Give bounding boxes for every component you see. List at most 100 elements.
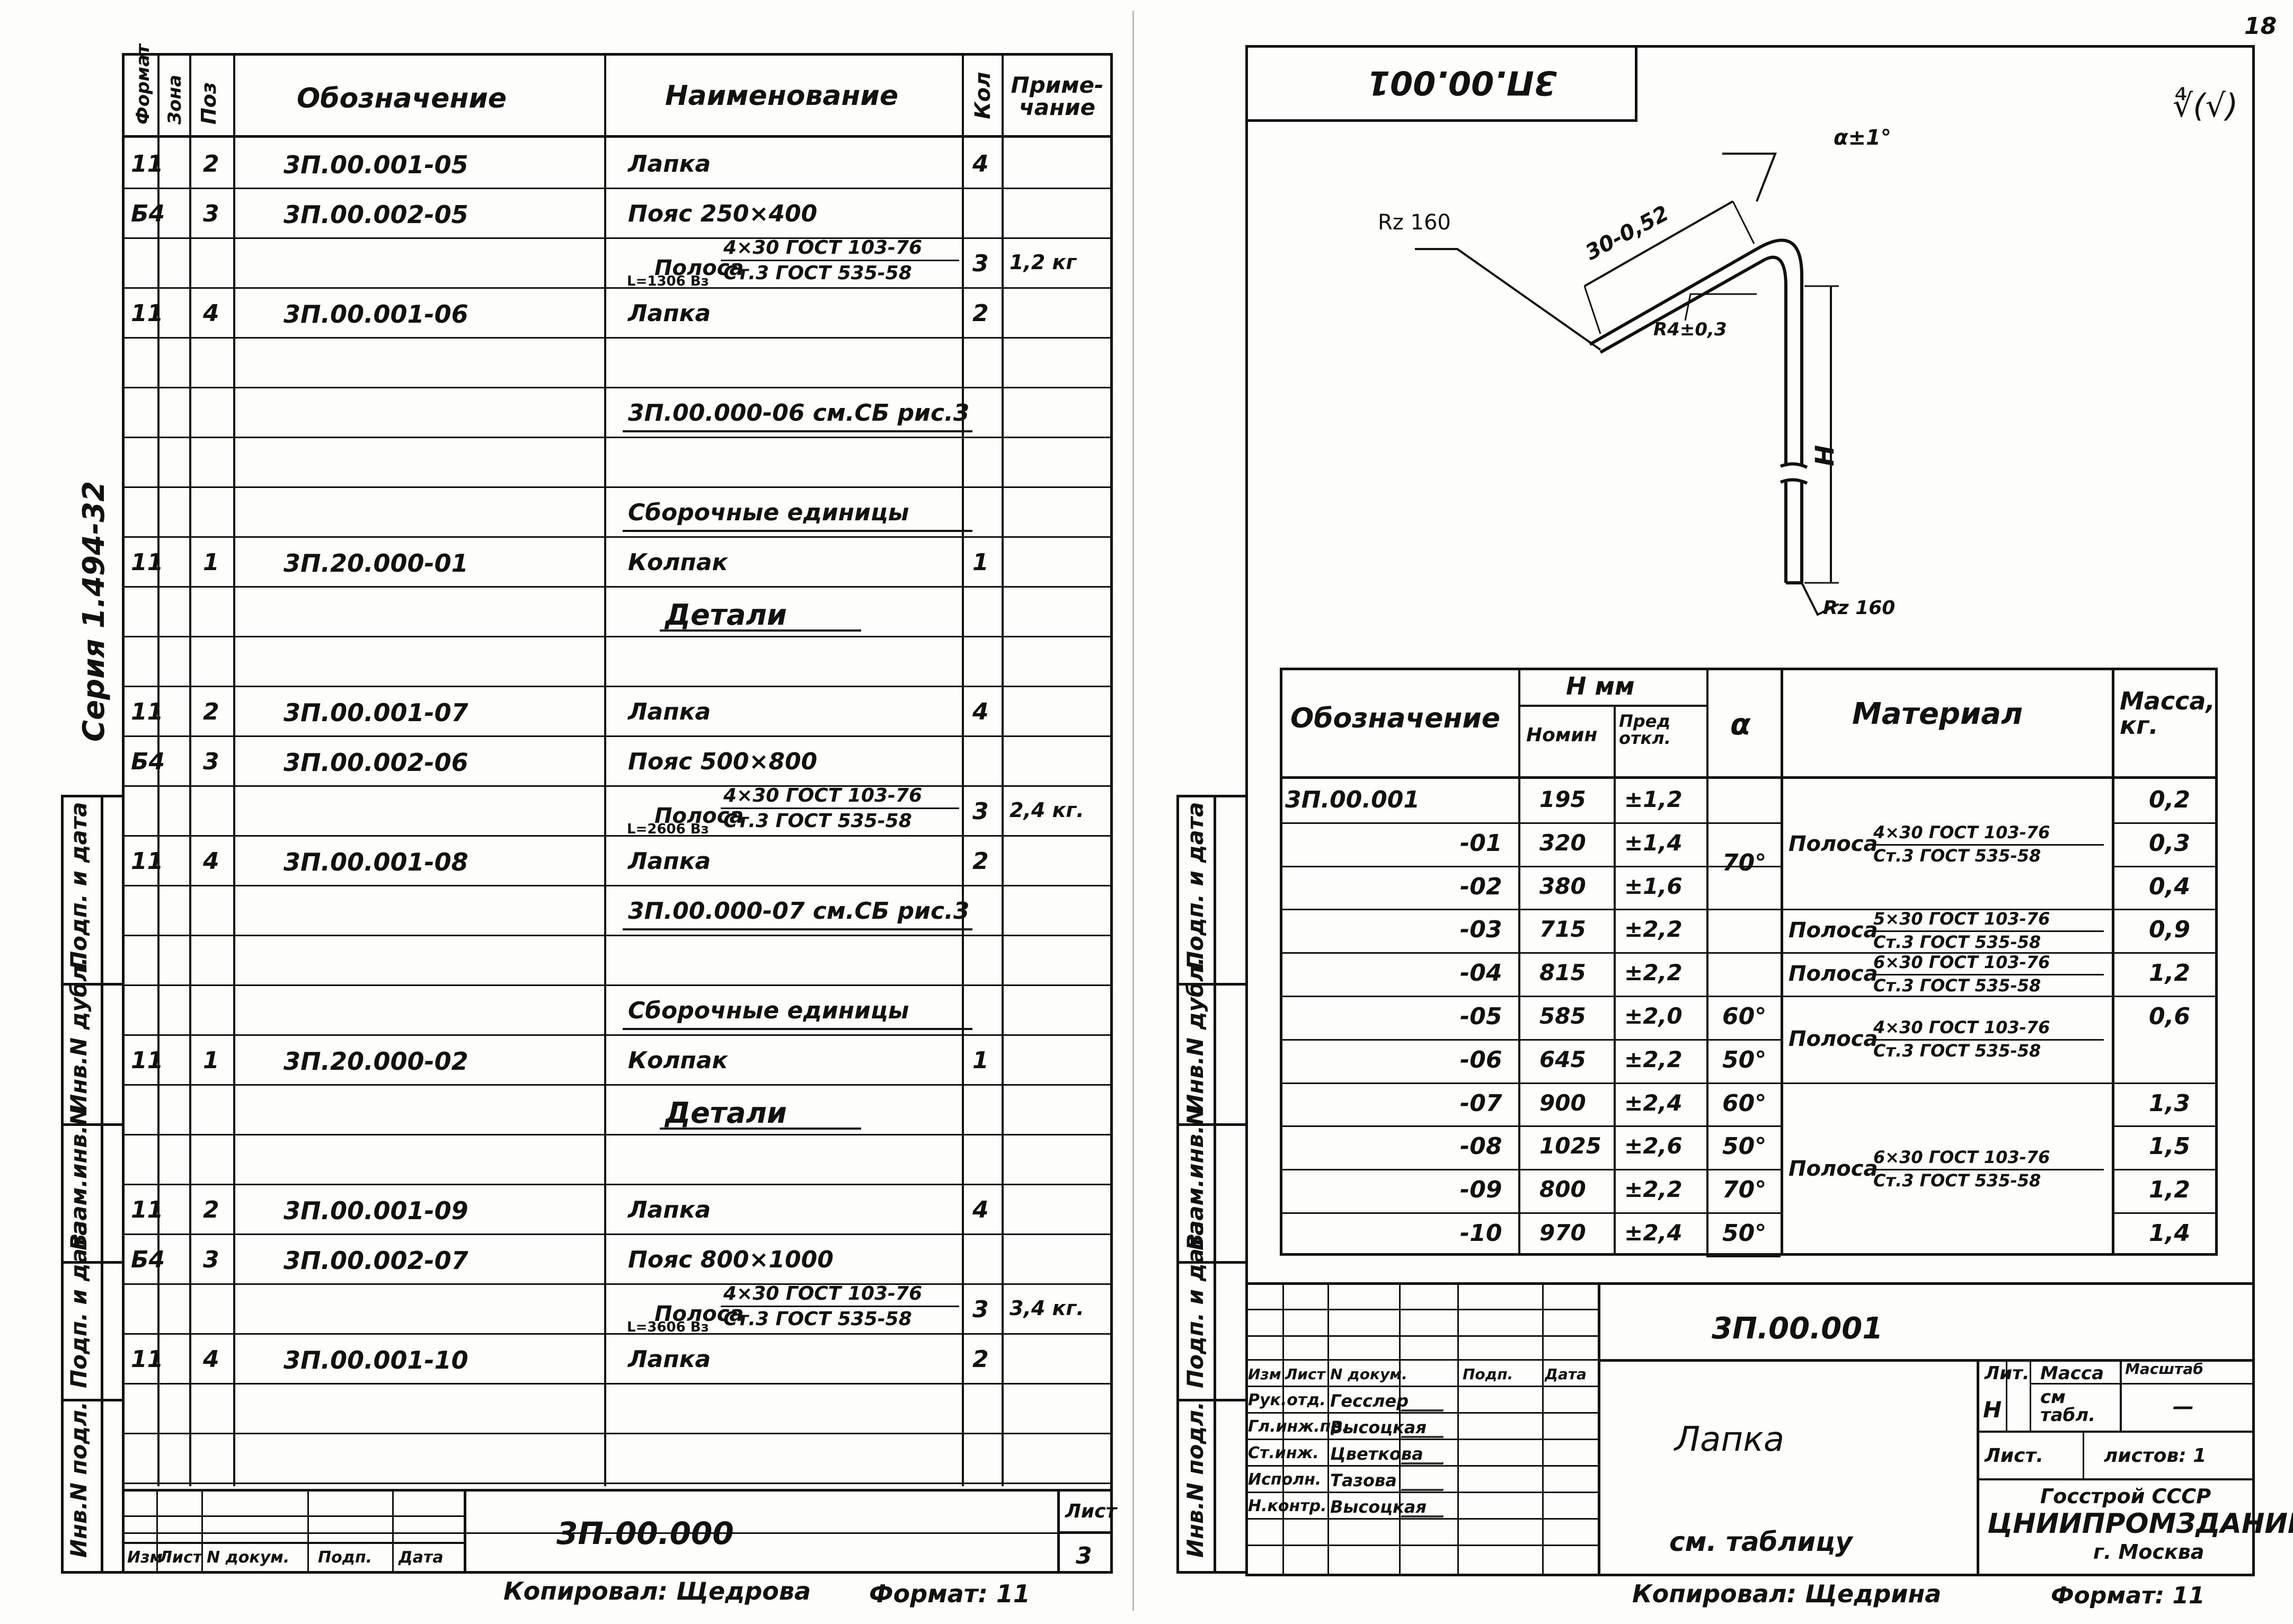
- row-pos: 1: [203, 549, 219, 576]
- row-qty: 2: [972, 300, 989, 327]
- tb-col: [1282, 1282, 1284, 1576]
- alpha-line: [1706, 1169, 1781, 1171]
- tb-hdr: Подп.: [1463, 1365, 1513, 1383]
- dim-designation: -05: [1460, 1003, 1502, 1030]
- tb-scale-val: —: [2173, 1395, 2194, 1419]
- row-designation: 3П.20.000-01: [284, 549, 468, 578]
- dim-mass: 0,9: [2149, 916, 2190, 944]
- row-note: 1,2 кг: [1010, 251, 1077, 274]
- row-line: [125, 188, 1110, 189]
- row-line: [125, 835, 1110, 837]
- tb-mass: Масса: [2040, 1363, 2104, 1384]
- mass-line: [2112, 996, 2218, 997]
- fraction-bar: [1871, 844, 2104, 846]
- row-pos: 2: [203, 1196, 219, 1223]
- row-name: Детали: [665, 1096, 787, 1130]
- row-name: Пояс 500×800: [628, 748, 818, 775]
- tb-sheet: Лист.: [1985, 1445, 2044, 1467]
- tb-scale: Масштаб: [2125, 1360, 2203, 1378]
- dim-mass: 0,2: [2149, 786, 2190, 813]
- row-qty: 4: [972, 150, 989, 178]
- alpha-line: [1706, 1082, 1781, 1084]
- tb-col: [1245, 1282, 1247, 1576]
- dim-mass: 1,3: [2149, 1089, 2190, 1117]
- row-line: [125, 1283, 1110, 1285]
- series-label: Серия 1.494-32: [77, 481, 111, 742]
- alpha-line: [1706, 1125, 1781, 1128]
- header-zone: Зона: [164, 75, 185, 125]
- underline: [623, 530, 972, 532]
- dim-deviation: ±2,2: [1624, 916, 1683, 943]
- dim-designation: -07: [1460, 1089, 1502, 1117]
- row-line: [125, 486, 1110, 488]
- tb-col: [1327, 1282, 1329, 1576]
- tb-person: Цветкова: [1330, 1444, 1423, 1464]
- row-pos: 2: [203, 698, 219, 725]
- row-format: 11: [131, 1346, 164, 1373]
- alpha-line: [1706, 996, 1781, 997]
- th-mass: Масса, кг.: [2120, 687, 2215, 740]
- row-name-den: Ст.3 ГОСТ 535-58: [723, 262, 912, 284]
- tb-role: Рук.отд.: [1248, 1391, 1326, 1409]
- tb-sheets: листов: 1: [2104, 1445, 2207, 1467]
- row-name: Лапка: [628, 150, 711, 178]
- dim-designation: -04: [1460, 960, 1502, 987]
- row-designation: 3П.00.002-06: [284, 748, 468, 777]
- row-format: 11: [131, 549, 164, 576]
- corner-number: 18: [2244, 13, 2277, 40]
- dim-mass: 1,2: [2149, 1176, 2190, 1204]
- material-den: Ст.3 ГОСТ 535-58: [1873, 845, 2041, 866]
- row-name-num: 4×30 ГОСТ 103-76: [723, 1283, 923, 1304]
- material-line: [1781, 1082, 2218, 1084]
- stamp-label: Дата: [399, 1548, 444, 1567]
- format-label: Формат: 11: [869, 1579, 1030, 1608]
- row-line: [125, 935, 1110, 936]
- row-line: [125, 785, 1110, 787]
- row-line: [125, 1532, 1110, 1534]
- dim-deviation: ±2,4: [1624, 1089, 1683, 1116]
- side-field: Инв.N дубл.: [1182, 957, 1208, 1113]
- material-prefix: Полоса: [1789, 918, 1878, 943]
- tb-hdr: Дата: [1545, 1365, 1587, 1383]
- fraction-bar: [1871, 1039, 2104, 1041]
- material-den: Ст.3 ГОСТ 535-58: [1873, 932, 2041, 953]
- row-line: [1280, 996, 1781, 997]
- row-line: [125, 885, 1110, 886]
- top-code: 3П.00.001: [1367, 64, 1557, 102]
- stamp-sheet-no: 3: [1076, 1542, 1092, 1569]
- copied-by: Копировал: Щедрина: [1632, 1579, 1942, 1608]
- side-strip-mid: [101, 795, 103, 1574]
- row-name: Лапка: [628, 1196, 711, 1223]
- dim-radius: R4±0,3: [1653, 319, 1727, 340]
- dim-mass: 0,6: [2149, 1003, 2190, 1030]
- stamp-label: Подп.: [318, 1548, 373, 1567]
- row-length: L=1306 Вз: [627, 273, 709, 289]
- rz-top: Rz 160: [1378, 210, 1451, 235]
- row-pos: 3: [203, 1246, 219, 1273]
- dim-nominal: 815: [1539, 960, 1586, 986]
- dim-designation: 3П.00.001: [1285, 786, 1420, 813]
- row-format: 11: [131, 300, 164, 327]
- row-line: [125, 586, 1110, 588]
- roughness-mark: ∜(√): [2173, 87, 2238, 125]
- tb-material: см. таблицу: [1669, 1527, 1853, 1557]
- tb-row: [1245, 1335, 1598, 1337]
- material-prefix: Полоса: [1789, 831, 1878, 856]
- underline: [623, 430, 972, 432]
- material-num: 4×30 ГОСТ 103-76: [1873, 1017, 2050, 1037]
- row-pos: 4: [203, 1346, 219, 1373]
- row-line: [125, 1034, 1110, 1036]
- material-num: 6×30 ГОСТ 103-76: [1873, 1147, 2050, 1168]
- dim-designation: -06: [1460, 1046, 1502, 1073]
- alpha-line: [1706, 1212, 1781, 1214]
- dim-nominal: 900: [1539, 1089, 1586, 1116]
- right-frame: [1245, 45, 2255, 1576]
- fraction-bar: [721, 807, 959, 809]
- mass-line: [2112, 1125, 2218, 1128]
- row-note: 2,4 кг.: [1010, 798, 1084, 822]
- row-name: Сборочные единицы: [628, 499, 909, 526]
- material-prefix: Полоса: [1789, 962, 1878, 987]
- side-field: Подп. и дата: [1182, 1220, 1208, 1388]
